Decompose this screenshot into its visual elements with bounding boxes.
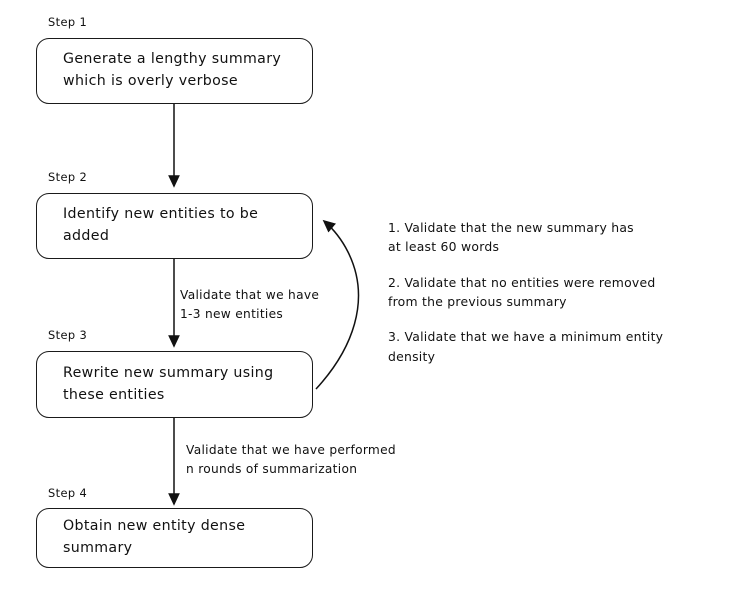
- step-box-3[interactable]: Rewrite new summary using these entities: [36, 351, 313, 418]
- step-label-2: Step 2: [48, 170, 88, 184]
- step-box-4[interactable]: Obtain new entity dense summary: [36, 508, 313, 568]
- step-box-1-text: Generate a lengthy summary which is over…: [63, 51, 282, 89]
- edge-label-step2-to-step3: Validate that we have 1-3 new entities: [180, 288, 320, 321]
- step-box-2-text: Identify new entities to be added: [63, 206, 259, 244]
- step-box-4-text: Obtain new entity dense summary: [63, 518, 246, 556]
- step-box-2[interactable]: Identify new entities to be added: [36, 193, 313, 259]
- step-label-1: Step 1: [48, 15, 88, 29]
- validation-note-2: 2. Validate that no entities were remove…: [388, 274, 656, 310]
- step-box-3-text: Rewrite new summary using these entities: [63, 364, 274, 403]
- edge-label-step3-to-step4: Validate that we have performed n rounds…: [186, 443, 396, 476]
- step-label-3: Step 3: [48, 328, 88, 342]
- validation-note-1: 1. Validate that the new summary has at …: [388, 220, 634, 255]
- arrow-step3-to-step2-feedback: [315, 219, 360, 390]
- step-label-4: Step 4: [48, 486, 88, 500]
- validation-notes-list: 1. Validate that the new summary has at …: [388, 218, 708, 366]
- validation-note-3: 3. Validate that we have a minimum entit…: [388, 329, 664, 364]
- step-box-1[interactable]: Generate a lengthy summary which is over…: [36, 38, 313, 104]
